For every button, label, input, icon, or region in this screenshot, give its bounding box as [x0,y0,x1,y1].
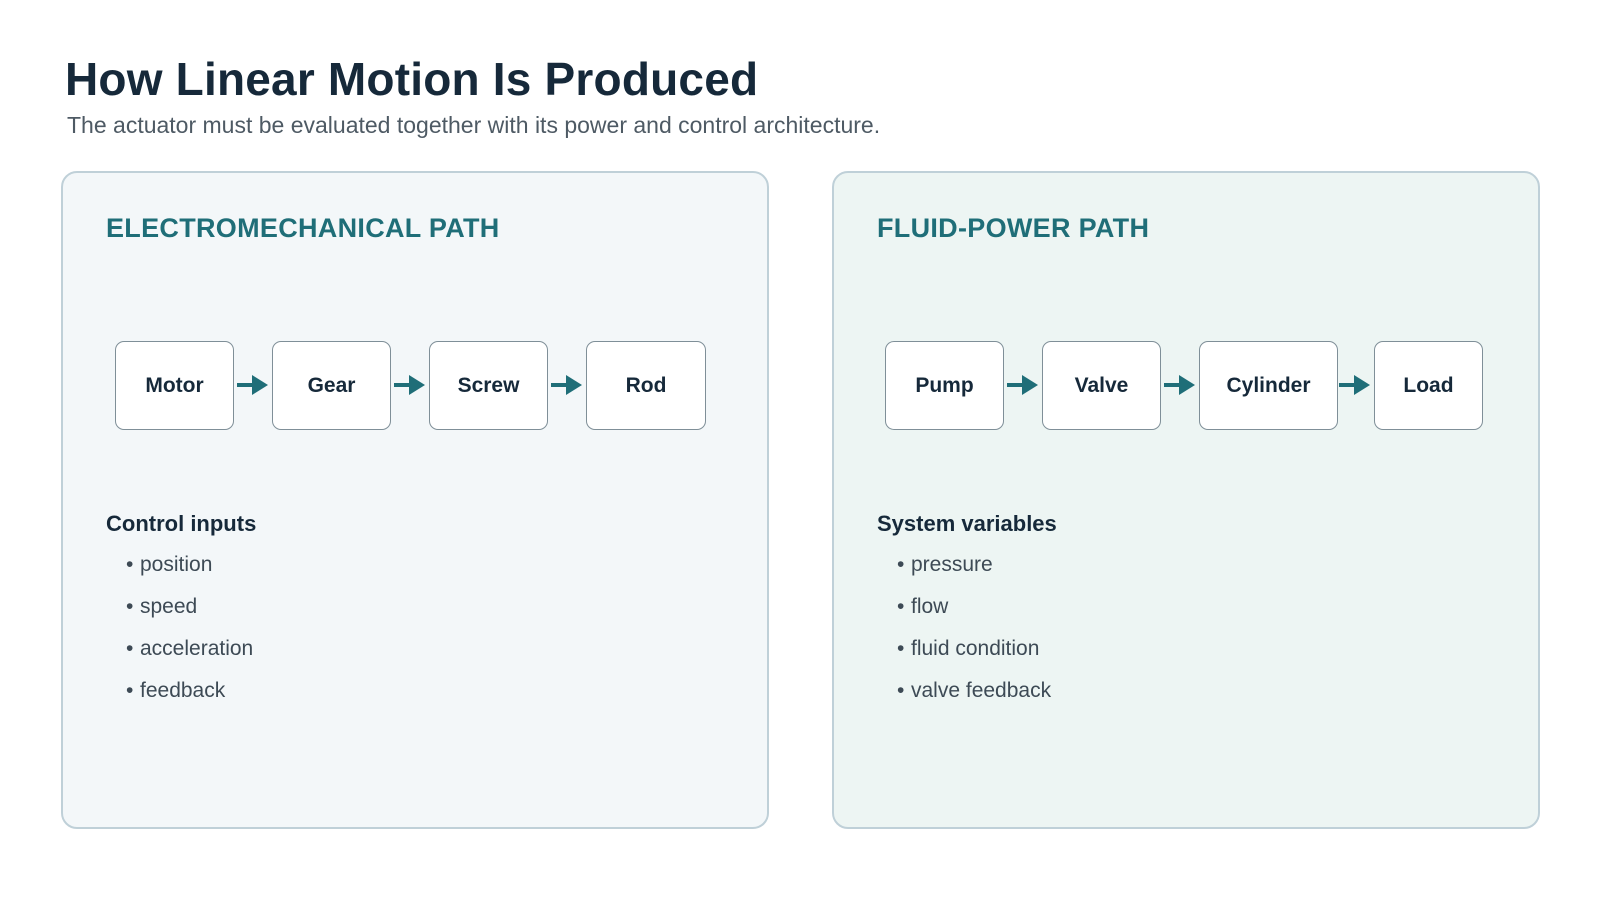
system-variables-label: System variables [877,511,1057,536]
bullet-dot-icon: • [897,595,905,618]
flow-node-motor: Motor [115,341,234,430]
flow-node-gear: Gear [272,341,391,430]
bullet-dot-icon: • [126,637,134,660]
bullet-dot-icon: • [126,595,134,618]
arrow-right-icon [551,375,582,395]
list-item: •acceleration [126,637,254,660]
list-item: •valve feedback [897,679,1052,702]
flow-diagram: Motor Gear Screw Rod [63,173,767,827]
arrow-right-icon [1339,375,1370,395]
arrow-right-icon [237,375,268,395]
system-variables-list: •pressure •flow •fluid condition •valve … [897,553,1051,721]
flow-diagram: Pump Valve Cylinder Load [834,173,1538,827]
arrow-right-icon [394,375,425,395]
panel-heading: ELECTROMECHANICAL PATH [106,213,500,243]
control-inputs-list: •position •speed •acceleration •feedback [126,553,253,721]
arrow-right-icon [1164,375,1195,395]
list-item: •position [126,553,213,576]
fluid-power-panel: FLUID-POWER PATH Pump Valve Cylinder Loa… [832,171,1540,829]
panel-heading: FLUID-POWER PATH [877,213,1150,243]
bullet-dot-icon: • [897,679,905,702]
flow-node-screw: Screw [429,341,548,430]
flow-node-load: Load [1374,341,1483,430]
list-item: •pressure [897,553,993,576]
bullet-dot-icon: • [126,679,134,702]
list-item: •flow [897,595,949,618]
arrow-right-icon [1007,375,1038,395]
list-item: •speed [126,595,198,618]
list-item: •feedback [126,679,226,702]
control-inputs-label: Control inputs [106,511,257,536]
electromechanical-panel: ELECTROMECHANICAL PATH Motor Gear Screw … [61,171,769,829]
list-item: •fluid condition [897,637,1040,660]
flow-node-pump: Pump [885,341,1004,430]
flow-node-valve: Valve [1042,341,1161,430]
flow-node-rod: Rod [586,341,706,430]
bullet-dot-icon: • [126,553,134,576]
flow-node-cylinder: Cylinder [1199,341,1338,430]
bullet-dot-icon: • [897,553,905,576]
page-subtitle: The actuator must be evaluated together … [67,112,881,138]
page-title: How Linear Motion Is Produced [65,53,759,105]
bullet-dot-icon: • [897,637,905,660]
